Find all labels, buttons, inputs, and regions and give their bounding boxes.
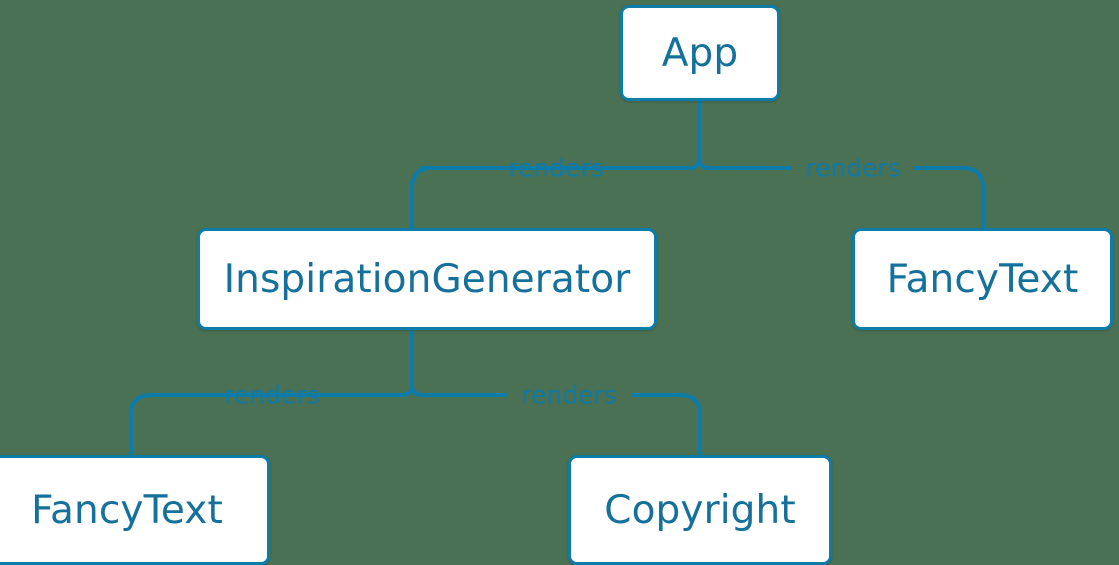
- node-inspiration-generator[interactable]: InspirationGenerator: [197, 228, 657, 330]
- node-fancy-text-bottom[interactable]: FancyText: [0, 455, 270, 565]
- edge-label-app-to-inspiration-generator: renders: [508, 153, 604, 183]
- edge-label-app-to-fancy-text-right: renders: [805, 153, 901, 183]
- edge-label-inspiration-generator-to-copyright: renders: [521, 380, 617, 410]
- edge-app-stem-right: [697, 156, 711, 170]
- node-app-label: App: [661, 30, 739, 76]
- node-fancy-text-bottom-label: FancyText: [31, 487, 223, 533]
- node-copyright[interactable]: Copyright: [568, 455, 832, 565]
- edge-app-to-fancy-text-right-corner: [914, 166, 985, 230]
- node-app[interactable]: App: [620, 5, 780, 101]
- node-copyright-label: Copyright: [604, 487, 796, 533]
- edge-app-to-inspiration-generator-corner: [410, 166, 691, 230]
- node-fancy-text-right[interactable]: FancyText: [852, 228, 1113, 330]
- edge-inspiration-generator-stem-right: [410, 383, 424, 397]
- edge-label-inspiration-generator-to-fancy-text-bottom: renders: [224, 380, 320, 410]
- node-inspiration-generator-label: InspirationGenerator: [223, 256, 631, 302]
- edge-inspiration-generator-to-fancy-text-bottom-corner: [129, 393, 404, 457]
- edge-inspiration-generator-to-copyright-corner: [631, 393, 702, 457]
- node-fancy-text-right-label: FancyText: [886, 256, 1079, 302]
